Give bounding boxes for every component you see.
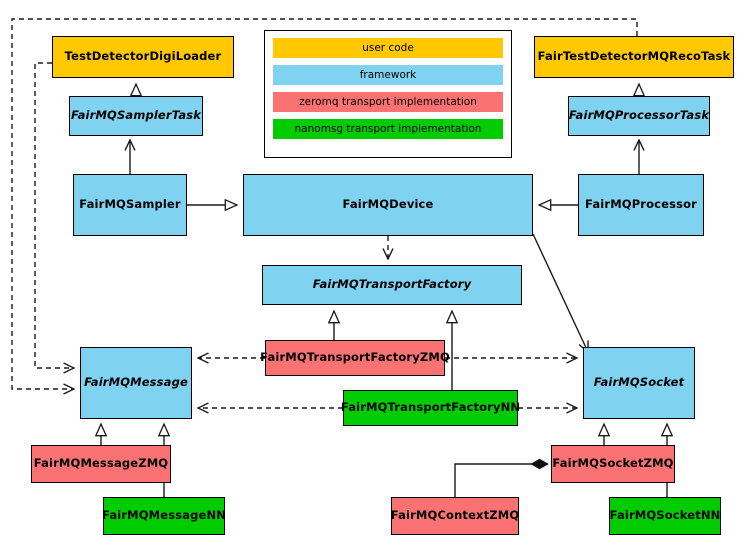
class-node-label: FairMQTransportFactoryNN [340, 400, 521, 415]
class-node-label: FairMQProcessorTask [568, 108, 710, 123]
class-node-FairMQTransportFactoryZMQ[interactable]: FairMQTransportFactoryZMQ [260, 340, 450, 376]
legend-label-zeromq: zeromq transport implementation [299, 96, 477, 108]
class-node-FairMQSocketZMQ[interactable]: FairMQSocketZMQ [551, 445, 675, 483]
class-node-label: FairMQDevice [342, 197, 434, 212]
class-node-FairMQTransportFactoryNN[interactable]: FairMQTransportFactoryNN [341, 390, 520, 426]
class-node-FairMQSocket[interactable]: FairMQSocket [583, 347, 695, 419]
class-node-FairMQContextZMQ[interactable]: FairMQContextZMQ [391, 497, 519, 535]
legend-item-zeromq: zeromq transport implementation [273, 92, 503, 112]
edge-contextzmq-to-socketzmq [454, 464, 548, 497]
edge-device-to-socket [532, 233, 588, 352]
legend-item-user-code: user code [273, 38, 503, 58]
class-node-label: FairMQMessage [84, 375, 188, 390]
class-node-label: FairMQSocket [593, 375, 685, 390]
class-node-label: FairMQProcessor [585, 197, 697, 212]
class-node-TestDetectorDigiLoader[interactable]: TestDetectorDigiLoader [52, 36, 234, 78]
class-node-label: FairMQTransportFactoryZMQ [260, 350, 450, 365]
class-node-label: FairMQSocketNN [609, 508, 721, 523]
class-node-label: FairMQSamplerTask [70, 108, 202, 123]
class-node-FairTestDetectorMQRecoTask[interactable]: FairTestDetectorMQRecoTask [534, 36, 734, 78]
class-node-FairMQMessageZMQ[interactable]: FairMQMessageZMQ [31, 445, 171, 483]
class-node-FairMQMessageNN[interactable]: FairMQMessageNN [102, 497, 226, 535]
legend-label-nanomsg: nanomsg transport implementation [294, 123, 482, 135]
class-node-label: FairMQTransportFactory [312, 277, 472, 292]
legend-label-user-code: user code [362, 42, 414, 54]
class-node-label: FairMQSampler [79, 197, 181, 212]
class-node-label: FairMQMessageNN [102, 508, 226, 523]
legend-label-framework: framework [359, 69, 417, 81]
legend-item-framework: framework [273, 65, 503, 85]
class-node-FairMQSampler[interactable]: FairMQSampler [73, 174, 187, 236]
class-node-FairMQMessage[interactable]: FairMQMessage [80, 347, 192, 419]
class-node-FairMQProcessor[interactable]: FairMQProcessor [578, 174, 704, 236]
class-node-label: TestDetectorDigiLoader [64, 49, 222, 64]
class-node-label: FairMQSocketZMQ [552, 456, 674, 471]
class-node-FairMQProcessorTask[interactable]: FairMQProcessorTask [568, 96, 710, 136]
class-node-FairMQTransportFactory[interactable]: FairMQTransportFactory [262, 265, 522, 305]
class-node-label: FairTestDetectorMQRecoTask [537, 49, 731, 64]
class-node-FairMQDevice[interactable]: FairMQDevice [243, 174, 533, 236]
class-node-label: FairMQMessageZMQ [33, 456, 169, 471]
class-node-label: FairMQContextZMQ [390, 508, 520, 523]
class-node-FairMQSocketNN[interactable]: FairMQSocketNN [609, 497, 721, 535]
legend-panel: user code framework zeromq transport imp… [264, 30, 512, 158]
class-node-FairMQSamplerTask[interactable]: FairMQSamplerTask [69, 96, 203, 136]
legend-item-nanomsg: nanomsg transport implementation [273, 119, 503, 139]
